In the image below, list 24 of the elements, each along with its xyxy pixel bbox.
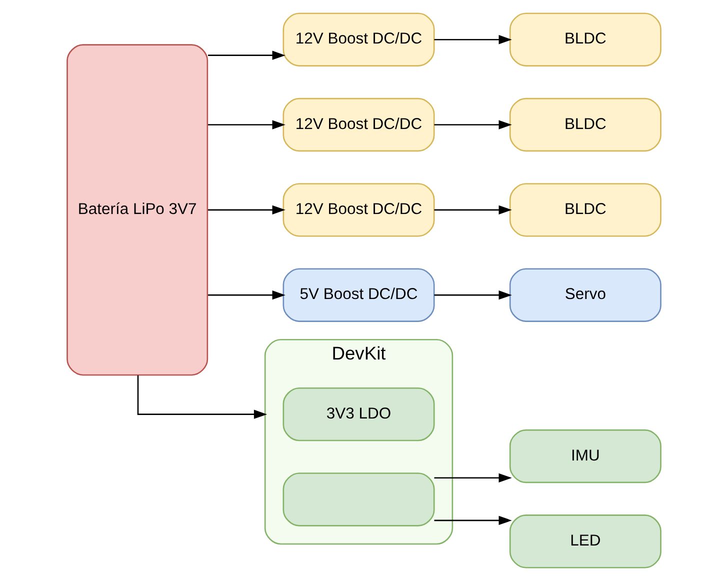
arrow <box>208 290 285 300</box>
arrow <box>208 120 285 130</box>
node-box: BLDC <box>508 98 661 152</box>
node-box: 3V3 LDO <box>282 387 434 442</box>
arrow <box>208 205 285 215</box>
arrow <box>434 205 512 215</box>
arrow <box>434 120 512 130</box>
arrow <box>136 375 267 419</box>
arrow <box>434 516 512 526</box>
node-box: BLDC <box>508 183 661 237</box>
node-box: LED <box>508 514 661 568</box>
node-box: Servo <box>508 268 661 322</box>
arrow <box>208 50 285 60</box>
node-box: 5V Boost DC/DC <box>282 268 434 322</box>
arrow <box>434 473 512 482</box>
arrow <box>434 35 512 44</box>
node-box: 12V Boost DC/DC <box>282 12 434 66</box>
node-box: 12V Boost DC/DC <box>282 98 434 152</box>
node-box: BLDC <box>508 12 661 66</box>
arrow <box>434 290 512 300</box>
node-box <box>282 472 434 526</box>
node-box: IMU <box>508 429 661 484</box>
node-box: Batería LiPo 3V7 <box>66 44 208 376</box>
node-box: 12V Boost DC/DC <box>282 183 434 237</box>
